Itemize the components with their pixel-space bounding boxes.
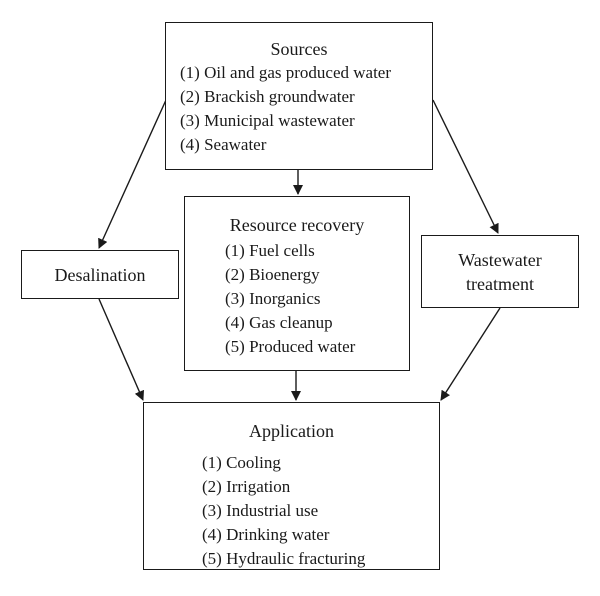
wastewater-treatment-title-line2: treatment (466, 273, 534, 294)
application-item: (5) Hydraulic fracturing (202, 549, 366, 568)
desalination-title: Desalination (54, 264, 146, 285)
resource-recovery-item: (4) Gas cleanup (225, 313, 333, 332)
resource-recovery-item: (5) Produced water (225, 337, 356, 356)
application-item: (2) Irrigation (202, 477, 291, 496)
application-item: (1) Cooling (202, 453, 281, 472)
sources-item: (4) Seawater (180, 135, 267, 154)
application-title: Application (249, 421, 334, 441)
arrow-wastewater-treatment-to-application (440, 307, 501, 401)
resource-recovery-list: (1) Fuel cells (2) Bioenergy (3) Inorgan… (185, 237, 409, 359)
arrow-desalination-to-application (98, 298, 144, 401)
resource-recovery-box: Resource recovery (1) Fuel cells (2) Bio… (184, 196, 410, 371)
desalination-box: Desalination (21, 250, 179, 299)
sources-box: Sources (1) Oil and gas produced water (… (165, 22, 433, 170)
resource-recovery-item: (3) Inorganics (225, 289, 321, 308)
sources-item: (3) Municipal wastewater (180, 111, 355, 130)
application-list: (1) Cooling (2) Irrigation (3) Industria… (144, 443, 439, 571)
sources-item: (1) Oil and gas produced water (180, 63, 392, 82)
sources-item: (2) Brackish groundwater (180, 87, 355, 106)
sources-list: (1) Oil and gas produced water (2) Brack… (166, 61, 432, 157)
resource-recovery-item: (1) Fuel cells (225, 241, 315, 260)
application-box: Application (1) Cooling (2) Irrigation (… (143, 402, 440, 570)
resource-recovery-title: Resource recovery (229, 215, 365, 235)
wastewater-treatment-title-line1: Wastewater (458, 249, 542, 270)
resource-recovery-item: (2) Bioenergy (225, 265, 320, 284)
application-item: (3) Industrial use (202, 501, 319, 520)
wastewater-treatment-box: Wastewater treatment (421, 235, 579, 308)
arrow-sources-to-desalination (98, 99, 167, 249)
arrow-sources-to-wastewater-treatment (432, 99, 499, 234)
application-item: (4) Drinking water (202, 525, 330, 544)
sources-title: Sources (270, 39, 328, 59)
